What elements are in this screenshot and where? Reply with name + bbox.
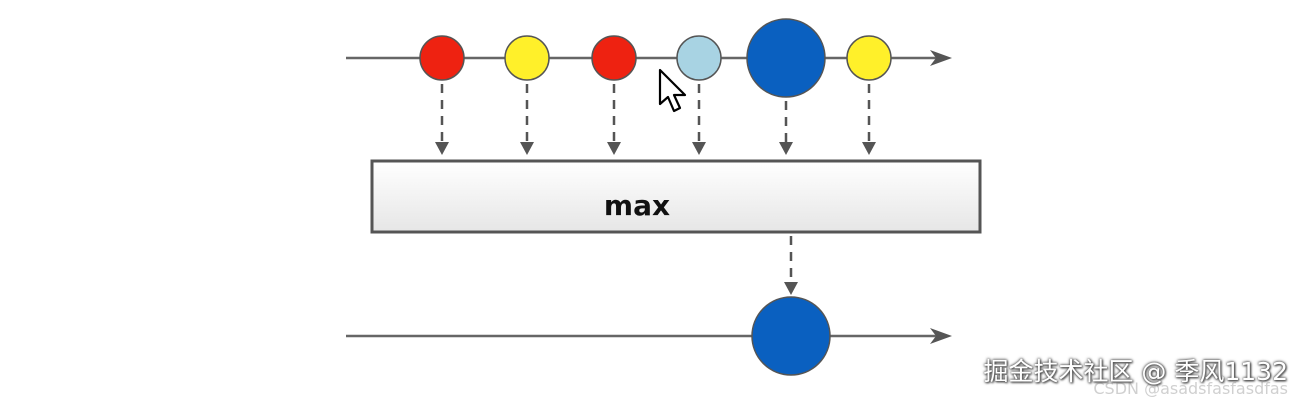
input-timeline-arrowhead	[930, 50, 952, 66]
input-arrows	[435, 84, 876, 155]
input-arrow-3	[607, 84, 621, 155]
input-marble-2	[504, 35, 550, 81]
output-arrow	[784, 236, 798, 295]
input-marble-3	[591, 35, 637, 81]
input-arrow-1	[435, 84, 449, 155]
input-arrow-6	[862, 84, 876, 155]
output-marble-1	[751, 296, 831, 376]
input-marble-4	[676, 35, 722, 81]
output-marbles	[751, 296, 831, 376]
input-arrow-2	[520, 84, 534, 155]
output-timeline-arrowhead	[930, 328, 952, 344]
input-marble-1	[419, 35, 465, 81]
input-marble-5	[746, 18, 826, 98]
juejin-watermark: 掘金技术社区 @ 季风1132	[983, 357, 1288, 386]
operator-label: max	[604, 189, 670, 222]
input-marbles	[419, 18, 892, 98]
mouse-pointer-icon	[658, 68, 687, 113]
operator-box	[370, 159, 982, 234]
input-arrow-5	[779, 101, 793, 155]
input-marble-6	[846, 35, 892, 81]
csdn-watermark: CSDN @asadsfasfasdfas	[1093, 379, 1288, 398]
output-arrow-1	[784, 236, 798, 295]
input-arrow-4	[692, 84, 706, 155]
